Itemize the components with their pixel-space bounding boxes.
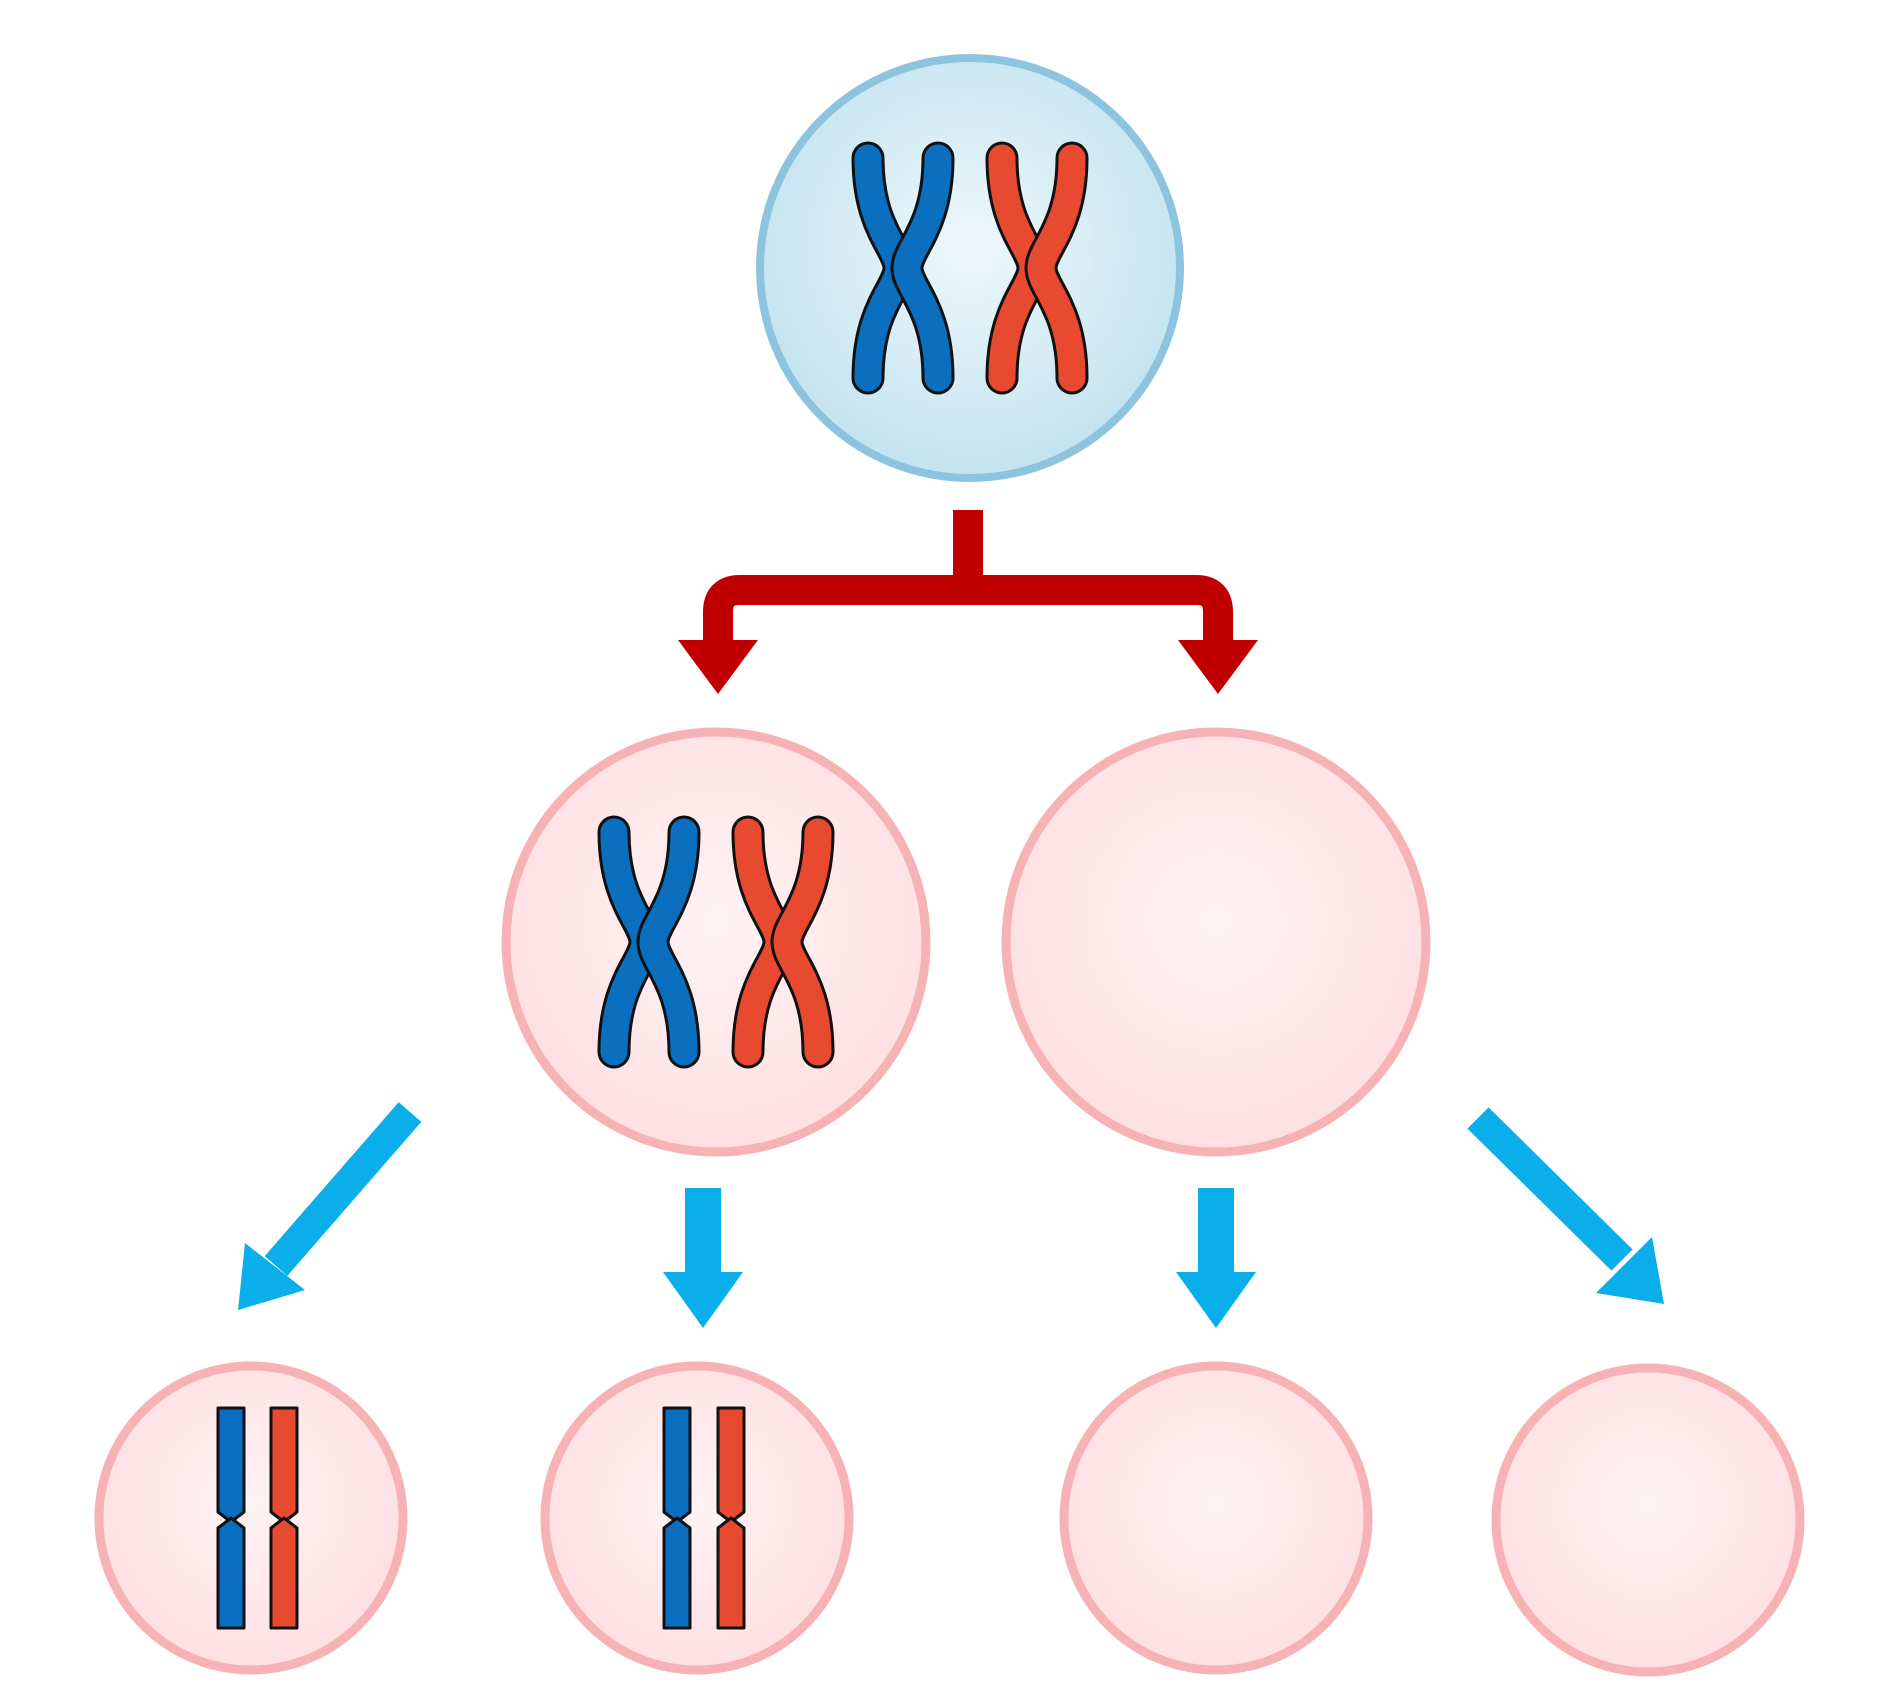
split-arrow (678, 510, 1258, 694)
arrow-2-head (663, 1272, 743, 1328)
arrow-1-shaft (264, 1102, 422, 1276)
daughter-cell-left-membrane (501, 727, 931, 1157)
chromosome-red-duplicated (985, 141, 1089, 395)
chromosome-red-single (269, 1406, 299, 1630)
granddaughter-cell-2-membrane (540, 1361, 854, 1675)
arrow-4-head (1596, 1237, 1664, 1304)
granddaughter-cell-2 (540, 1361, 854, 1675)
split-arrow-shaft (703, 510, 1233, 650)
arrow-1-head (238, 1243, 305, 1310)
arrow-4-shaft (1467, 1107, 1633, 1271)
split-arrowhead-right (1178, 640, 1258, 694)
chromosome-blue-duplicated (851, 141, 955, 395)
chromosome-blue-single (662, 1406, 692, 1630)
granddaughter-cell-4 (1491, 1363, 1805, 1677)
granddaughter-cell-3 (1059, 1361, 1373, 1675)
chromosome-red-single (716, 1406, 746, 1630)
arrow-3-head (1176, 1272, 1256, 1328)
arrow-3 (1176, 1188, 1256, 1328)
granddaughter-cell-1 (94, 1361, 408, 1675)
parent-cell-membrane (756, 54, 1184, 482)
daughter-cell-right-membrane (1001, 727, 1431, 1157)
granddaughter-cell-3-membrane (1059, 1361, 1373, 1675)
arrow-2 (663, 1188, 743, 1328)
arrow-1 (238, 1102, 422, 1310)
chromosome-red-duplicated (731, 815, 835, 1069)
arrow-4 (1467, 1107, 1664, 1304)
daughter-cell-left (501, 727, 931, 1157)
chromosome-blue-single (216, 1406, 246, 1630)
parent-cell (756, 54, 1184, 482)
granddaughter-cell-4-membrane (1491, 1363, 1805, 1677)
chromosome-blue-duplicated (597, 815, 701, 1069)
daughter-cell-right (1001, 727, 1431, 1157)
split-arrowhead-left (678, 640, 758, 694)
granddaughter-cell-1-membrane (94, 1361, 408, 1675)
